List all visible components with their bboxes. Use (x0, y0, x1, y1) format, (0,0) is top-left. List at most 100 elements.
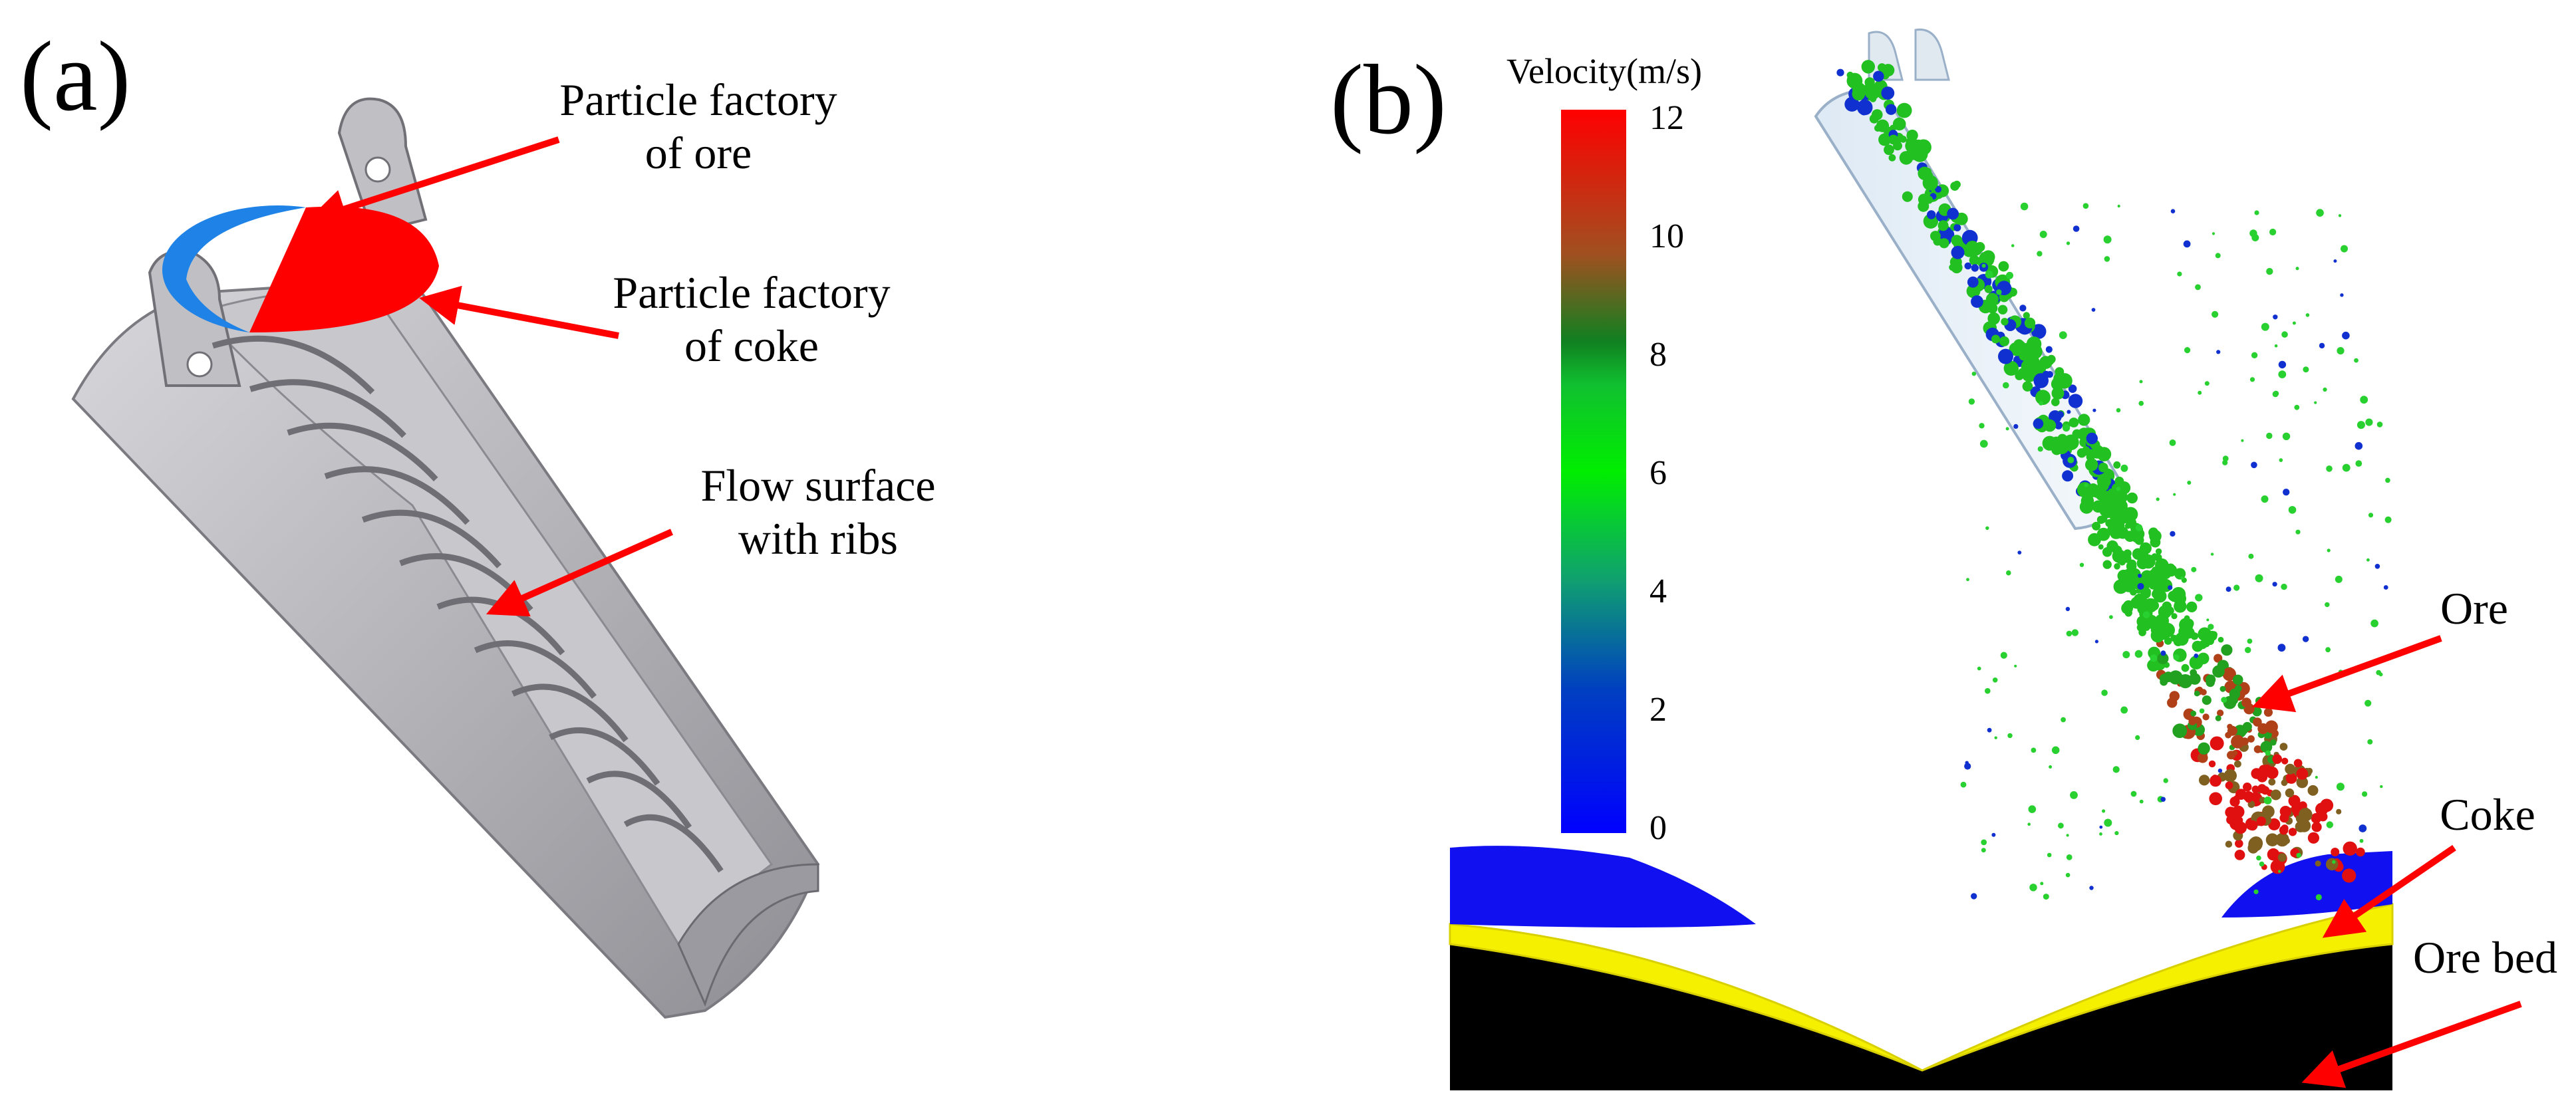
particle (2235, 789, 2247, 800)
particle (2212, 775, 2218, 781)
particle (1927, 210, 1936, 219)
particle (2092, 521, 2101, 531)
particle (1925, 177, 1938, 190)
particle (2325, 858, 2339, 871)
particle (2281, 757, 2289, 765)
particle (1929, 218, 1937, 226)
particle (2240, 737, 2249, 746)
particle (1991, 832, 1996, 837)
particle (2102, 809, 2106, 813)
particle (2249, 229, 2257, 237)
callout-coke-factory-line2: of coke (684, 320, 819, 371)
particle (2378, 672, 2383, 677)
particle (2273, 314, 2278, 320)
particle (2225, 781, 2233, 790)
particle (2336, 808, 2342, 814)
particle (2089, 886, 2094, 890)
particle (2163, 778, 2168, 783)
particle (2281, 331, 2288, 338)
particle (2155, 588, 2164, 596)
callout-ore-factory: Particle factory of ore (532, 73, 865, 180)
particle (2067, 457, 2075, 463)
particle (2079, 562, 2084, 567)
particle (2288, 828, 2297, 836)
particle (1881, 86, 1895, 100)
particle (2268, 778, 2276, 786)
particle (2166, 630, 2172, 636)
particle (2057, 411, 2064, 418)
particle (2039, 401, 2043, 406)
particle (2208, 624, 2214, 630)
particle (1984, 285, 1993, 293)
particle (1997, 305, 2008, 314)
particle (2311, 822, 2322, 832)
particle (2023, 312, 2030, 319)
particle (2061, 717, 2067, 723)
arrow-coke (2322, 844, 2456, 938)
particle (2096, 447, 2112, 461)
colorbar-tick-label: 2 (1649, 691, 1667, 729)
rib (511, 683, 629, 743)
particle (2104, 818, 2112, 827)
particle (2342, 331, 2350, 340)
particle (2142, 611, 2150, 618)
particle (2306, 767, 2313, 775)
particle (2229, 797, 2240, 807)
particle (2325, 602, 2330, 608)
particle (2285, 763, 2296, 775)
particle (2099, 832, 2102, 836)
particle (2262, 805, 2275, 818)
arrow-flow-surface (486, 529, 674, 617)
particle (1994, 736, 1997, 739)
particle (1985, 526, 1989, 530)
particle (2272, 754, 2282, 764)
lug-hole-front (186, 351, 213, 378)
particle (2191, 566, 2197, 572)
particle (2078, 414, 2090, 426)
particle (2266, 268, 2273, 275)
particle (2069, 395, 2078, 404)
particle (2235, 839, 2243, 848)
particle (2082, 446, 2090, 454)
particle (1960, 781, 1967, 788)
particle (1884, 144, 1894, 156)
particle (2263, 707, 2273, 717)
particle (2195, 284, 2201, 291)
particle (2173, 654, 2180, 661)
particle (2003, 360, 2019, 376)
particle (2146, 618, 2156, 629)
particle (2173, 636, 2180, 643)
particle (2202, 713, 2210, 721)
particle (2212, 310, 2219, 318)
particle (2051, 398, 2060, 406)
particle (1933, 237, 1942, 246)
particle (2272, 391, 2279, 398)
particle (2116, 408, 2121, 413)
particle (2027, 822, 2031, 826)
particle-stream (1836, 60, 2392, 901)
particle (2172, 723, 2188, 739)
particle (2082, 203, 2089, 209)
particle (1991, 334, 2000, 344)
rib (324, 466, 470, 525)
particle (2279, 458, 2283, 462)
particle (2315, 894, 2322, 901)
particle (1951, 245, 1965, 259)
particle (2295, 529, 2301, 535)
velocity-colorbar (1561, 110, 1626, 833)
bed-cross-section (1449, 846, 2394, 1090)
particle (2139, 380, 2143, 384)
particle (2292, 321, 2296, 325)
particle (2183, 240, 2191, 248)
particle (2249, 377, 2255, 382)
particle (2303, 366, 2309, 373)
particle (2150, 654, 2158, 662)
ore-bed-black (1450, 944, 2392, 1090)
particle (2198, 627, 2212, 642)
particle (2272, 582, 2277, 587)
particle (2325, 647, 2331, 653)
particle (2033, 418, 2044, 429)
particle (2055, 422, 2063, 429)
particle (1906, 145, 1922, 160)
particle (2102, 504, 2113, 515)
